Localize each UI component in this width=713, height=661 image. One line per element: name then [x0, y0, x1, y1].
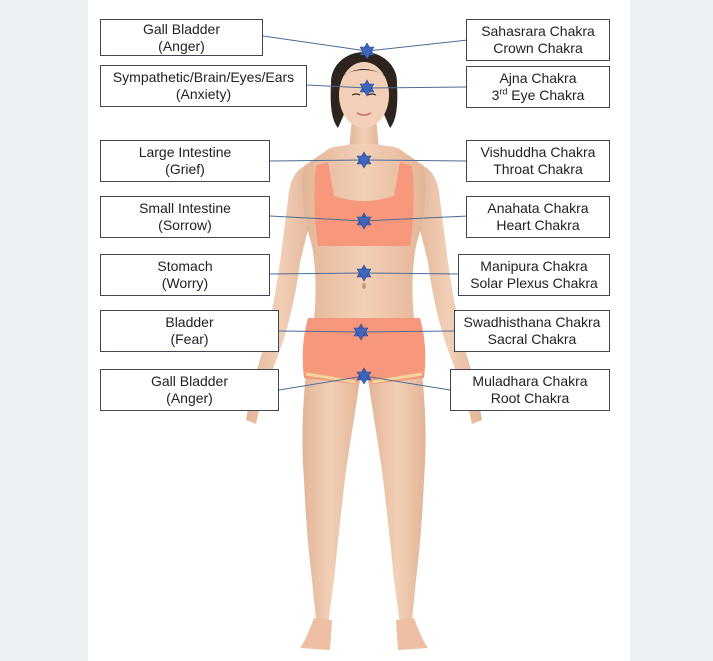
label-title: Sympathetic/Brain/Eyes/Ears — [112, 69, 295, 85]
label-title: Small Intestine — [139, 200, 231, 216]
label-subtitle: Solar Plexus Chakra — [470, 275, 598, 291]
chakra-star-icon-sacral — [353, 327, 369, 341]
sports-bra — [314, 162, 414, 246]
right-foot — [396, 618, 428, 650]
label-title: Stomach — [157, 258, 213, 274]
label-emotion: (Sorrow) — [158, 217, 212, 233]
left-foot — [300, 618, 332, 650]
label-title: Vishuddha Chakra — [480, 144, 596, 160]
label-title: Swadhisthana Chakra — [463, 314, 601, 330]
label-subtitle: Crown Chakra — [493, 40, 583, 56]
label-large-intestine: Large Intestine (Grief) — [100, 140, 270, 182]
chakra-star-icon-heart — [356, 216, 372, 230]
label-subtitle: Throat Chakra — [493, 161, 583, 177]
chakra-star-icon-solar-plexus — [356, 268, 372, 282]
label-emotion: (Grief) — [165, 161, 205, 177]
label-title: Muladhara Chakra — [472, 373, 588, 389]
label-title: Bladder — [165, 314, 214, 330]
label-subtitle: Heart Chakra — [496, 217, 580, 233]
label-subtitle: Sacral Chakra — [487, 331, 577, 347]
chakra-star-icon-third-eye — [359, 83, 375, 97]
label-title: Ajna Chakra — [499, 70, 577, 86]
face — [339, 62, 389, 128]
label-manipura: Manipura Chakra Solar Plexus Chakra — [458, 254, 610, 296]
label-anahata: Anahata Chakra Heart Chakra — [466, 196, 610, 238]
label-emotion: (Anger) — [166, 390, 213, 406]
label-vishuddha: Vishuddha Chakra Throat Chakra — [466, 140, 610, 182]
left-leg — [302, 372, 360, 624]
label-stomach: Stomach (Worry) — [100, 254, 270, 296]
label-emotion: (Worry) — [161, 275, 209, 291]
left-arm — [246, 166, 314, 424]
label-bladder: Bladder (Fear) — [100, 310, 279, 352]
label-sympathetic: Sympathetic/Brain/Eyes/Ears (Anxiety) — [100, 65, 307, 107]
label-subtitle: 3rd Eye Chakra — [491, 86, 585, 103]
right-connectors — [360, 39, 469, 391]
label-ajna: Ajna Chakra 3rd Eye Chakra — [466, 66, 610, 108]
chakra-star-icon-root — [356, 371, 372, 385]
label-title: Gall Bladder — [150, 373, 229, 389]
shorts — [302, 318, 426, 384]
label-gall-bladder-top: Gall Bladder (Anger) — [100, 19, 263, 56]
label-title: Anahata Chakra — [487, 200, 589, 216]
label-small-intestine: Small Intestine (Sorrow) — [100, 196, 270, 238]
chakra-star-icon-throat — [356, 155, 372, 169]
left-connectors — [262, 35, 368, 391]
label-swadhisthana: Swadhisthana Chakra Sacral Chakra — [454, 310, 610, 352]
chakra-star-icon-crown — [359, 46, 375, 60]
label-gall-bladder-bottom: Gall Bladder (Anger) — [100, 369, 279, 411]
label-emotion: (Anger) — [158, 37, 205, 54]
label-emotion: (Fear) — [170, 331, 209, 347]
right-arm — [414, 166, 482, 424]
label-title: Manipura Chakra — [480, 258, 588, 274]
label-title: Large Intestine — [138, 144, 232, 160]
label-subtitle: Root Chakra — [490, 390, 570, 406]
label-emotion: (Anxiety) — [175, 86, 232, 102]
label-sahasrara: Sahasrara Chakra Crown Chakra — [466, 19, 610, 61]
right-leg — [368, 372, 426, 624]
label-title: Gall Bladder — [142, 20, 221, 37]
label-title: Sahasrara Chakra — [481, 23, 595, 39]
label-muladhara: Muladhara Chakra Root Chakra — [450, 369, 610, 411]
